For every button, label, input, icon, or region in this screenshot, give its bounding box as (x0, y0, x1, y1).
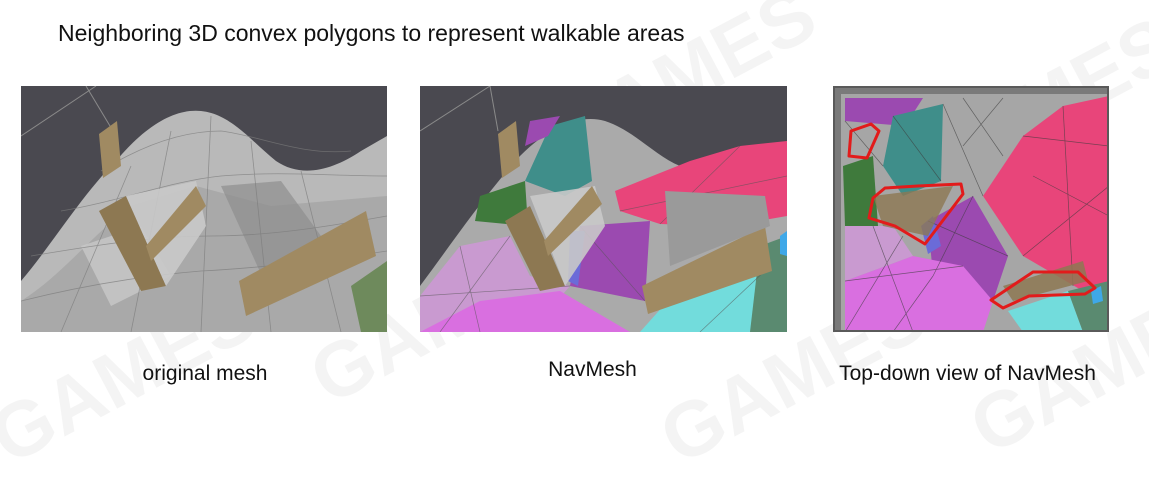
page-title: Neighboring 3D convex polygons to repres… (58, 20, 685, 46)
navmesh-image (420, 86, 787, 332)
caption-top-down-view: Top-down view of NavMesh (839, 362, 1096, 385)
caption-navmesh: NavMesh (548, 358, 637, 381)
caption-original-mesh: original mesh (142, 362, 268, 385)
original-mesh-image (21, 86, 387, 332)
navmesh-top-down-image (833, 86, 1109, 332)
